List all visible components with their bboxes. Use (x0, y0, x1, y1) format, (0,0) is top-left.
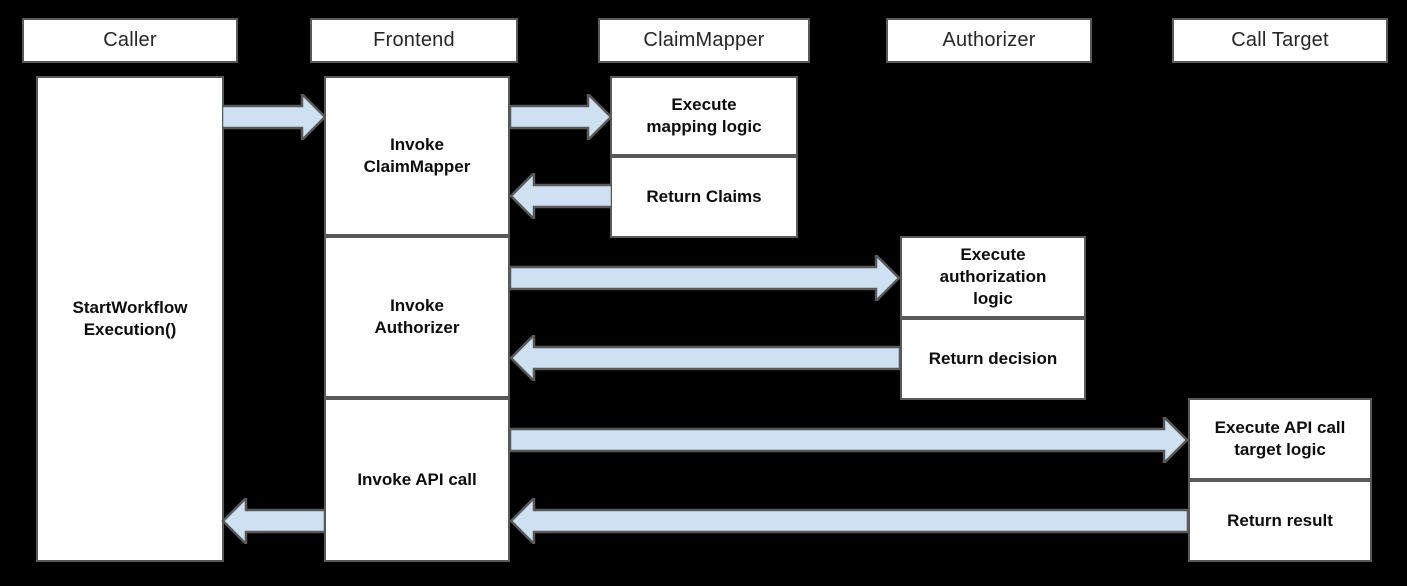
message-arrow-frontend-to-authorizer[interactable] (510, 255, 900, 301)
lane-header-claimmapper-label: ClaimMapper (643, 29, 765, 51)
lane-header-calltarget[interactable]: Call Target (1172, 18, 1388, 63)
activation-caller-startworkflow[interactable]: StartWorkflow Execution() (36, 76, 224, 562)
activation-claimmapper-return-claims[interactable]: Return Claims (610, 156, 798, 238)
message-arrow-frontend-to-caller[interactable] (221, 498, 325, 544)
activation-frontend-invoke-api-call[interactable]: Invoke API call (324, 398, 510, 562)
activation-claimmapper-execute-mapping-logic[interactable]: Execute mapping logic (610, 76, 798, 156)
activation-authorizer-execute-authorization-logic-label: Execute authorization logic (939, 245, 1047, 308)
activation-frontend-invoke-authorizer-label: Invoke Authorizer (374, 296, 460, 337)
activation-caller-startworkflow-label: StartWorkflow Execution() (72, 298, 188, 339)
activation-authorizer-execute-authorization-logic[interactable]: Execute authorization logic (900, 236, 1086, 318)
lane-header-frontend[interactable]: Frontend (310, 18, 518, 63)
activation-calltarget-execute-api-call-target-logic[interactable]: Execute API call target logic (1188, 398, 1372, 480)
activation-claimmapper-return-claims-label: Return Claims (646, 187, 762, 207)
message-arrow-authorizer-to-frontend[interactable] (509, 335, 900, 381)
message-arrow-frontend-to-claimmapper[interactable] (510, 94, 612, 140)
activation-claimmapper-execute-mapping-logic-label: Execute mapping logic (646, 95, 762, 136)
message-arrow-calltarget-to-frontend[interactable] (509, 498, 1188, 544)
activation-authorizer-return-decision-label: Return decision (928, 349, 1058, 369)
activation-frontend-invoke-claimmapper[interactable]: Invoke ClaimMapper (324, 76, 510, 236)
lane-header-caller-label: Caller (103, 29, 157, 51)
lane-header-claimmapper[interactable]: ClaimMapper (598, 18, 810, 63)
activation-frontend-invoke-authorizer[interactable]: Invoke Authorizer (324, 236, 510, 398)
lane-header-authorizer-label: Authorizer (942, 29, 1036, 51)
message-arrow-frontend-to-calltarget[interactable] (510, 417, 1188, 463)
activation-calltarget-return-result-label: Return result (1227, 511, 1333, 531)
message-arrow-caller-to-frontend[interactable] (222, 94, 326, 140)
lane-header-calltarget-label: Call Target (1231, 29, 1329, 51)
activation-frontend-invoke-claimmapper-label: Invoke ClaimMapper (363, 135, 471, 176)
lane-header-authorizer[interactable]: Authorizer (886, 18, 1092, 63)
activation-calltarget-execute-api-call-target-logic-label: Execute API call target logic (1214, 418, 1346, 459)
message-arrow-claimmapper-to-frontend[interactable] (509, 173, 612, 219)
lane-header-caller[interactable]: Caller (22, 18, 238, 63)
activation-authorizer-return-decision[interactable]: Return decision (900, 318, 1086, 400)
activation-frontend-invoke-api-call-label: Invoke API call (357, 470, 477, 490)
activation-calltarget-return-result[interactable]: Return result (1188, 480, 1372, 562)
lane-header-frontend-label: Frontend (373, 29, 455, 51)
